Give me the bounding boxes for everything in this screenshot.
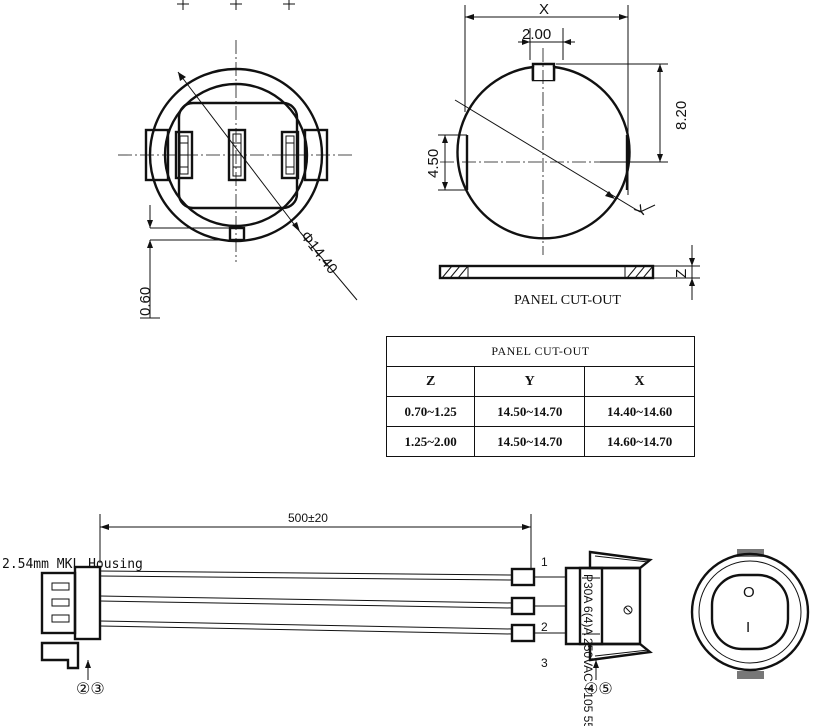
table-header-row: Z Y X [385,366,695,397]
panel-cutout-view [438,5,700,300]
wires [99,570,513,635]
callout-23-label: ②③ [76,681,105,698]
table-cell: 1.25~2.00 [385,426,476,457]
table-row: 1.25~2.00 14.50~14.70 14.60~14.70 [385,426,695,457]
dim-z-label: Z [673,269,690,278]
panel-hatch-right [624,265,654,279]
pin-2-label: 2 [541,620,548,634]
dim-8-20-label: 8.20 [673,101,690,130]
table-title: PANEL CUT-OUT [386,336,695,367]
rocker-switch-front [690,549,810,679]
switch-symbol-o: O [743,584,755,601]
dim-x-label: X [539,1,549,18]
switch-marking-text: P30A 6(4)A 250VAC T105 55 [581,574,595,726]
housing-label: 2.54mm MKL Housing [2,557,143,572]
pin-1-label: 1 [541,555,548,569]
cable-length-label: 500±20 [288,511,328,525]
table-cell: 14.50~14.70 [474,426,586,457]
panel-cutout-table: PANEL CUT-OUT Z Y X 0.70~1.25 14.50~14.7… [385,336,695,457]
table-cell: 14.40~14.60 [584,396,695,427]
table-header-y: Y [474,366,586,397]
pin-3-label: 3 [541,656,548,670]
inner-ring [163,82,309,228]
connector-housing [40,571,77,635]
dim-y-label: Y [632,202,651,221]
dim-2-00-label: 2.00 [522,26,551,43]
table-title-row: PANEL CUT-OUT [386,336,695,367]
table-row: 0.70~1.25 14.50~14.70 14.40~14.60 [385,396,695,427]
dim-4-50-label: 4.50 [425,149,442,178]
dim-diameter-label: Φ14.40 [297,228,341,277]
dim-0-60-label: 0.60 [137,287,154,316]
front-view [118,0,358,319]
callout-45-label: ④⑤ [584,681,613,698]
table-cell: 0.70~1.25 [385,396,476,427]
table-cell: 14.60~14.70 [584,426,695,457]
table-header-z: Z [385,366,476,397]
harness-view [40,514,810,680]
table-cell: 14.50~14.70 [474,396,586,427]
terminal-3 [280,130,300,180]
terminal-1 [174,130,194,180]
housing-side-view [40,641,80,670]
rocker-switch-side [564,550,653,662]
panel-hatch-left [439,265,469,279]
table-header-x: X [584,366,695,397]
panel-section [438,264,655,280]
panel-cutout-caption: PANEL CUT-OUT [514,293,621,308]
switch-symbol-i: I [746,619,750,636]
cutout-outline [456,65,631,240]
